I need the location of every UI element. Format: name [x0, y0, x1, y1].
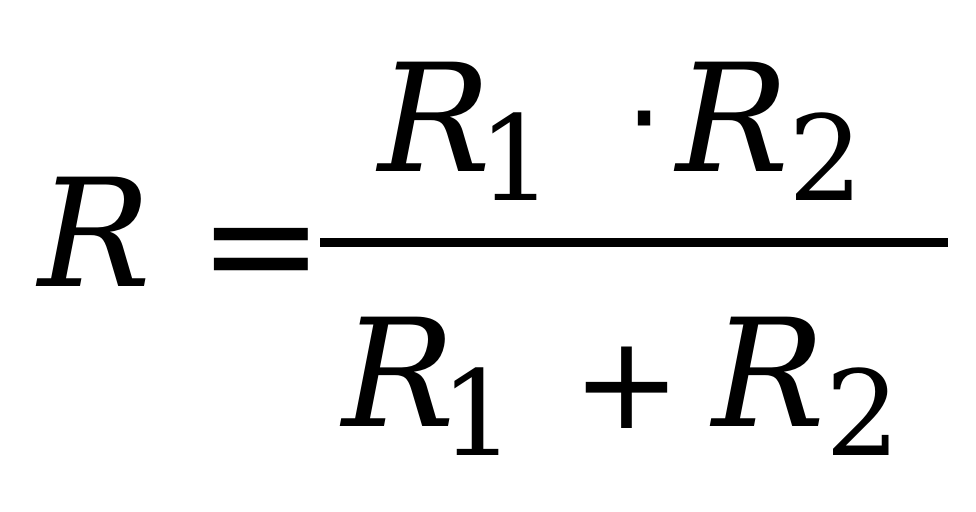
numerator-subscript-1: 1: [478, 90, 554, 228]
equals-sign: =: [198, 158, 324, 332]
denominator-variable-r1: R: [342, 288, 455, 462]
numerator-variable-r2: R: [676, 33, 789, 207]
numerator-variable-r1: R: [378, 33, 491, 207]
fraction-bar: [320, 238, 948, 247]
denominator-subscript-2: 2: [825, 345, 901, 483]
denominator-subscript-1: 1: [440, 345, 516, 483]
denominator-variable-r2: R: [712, 288, 825, 462]
lhs-variable-r: R: [38, 148, 151, 322]
multiply-dot: ·: [625, 50, 664, 189]
plus-sign: +: [572, 307, 681, 459]
numerator-subscript-2: 2: [788, 90, 864, 228]
